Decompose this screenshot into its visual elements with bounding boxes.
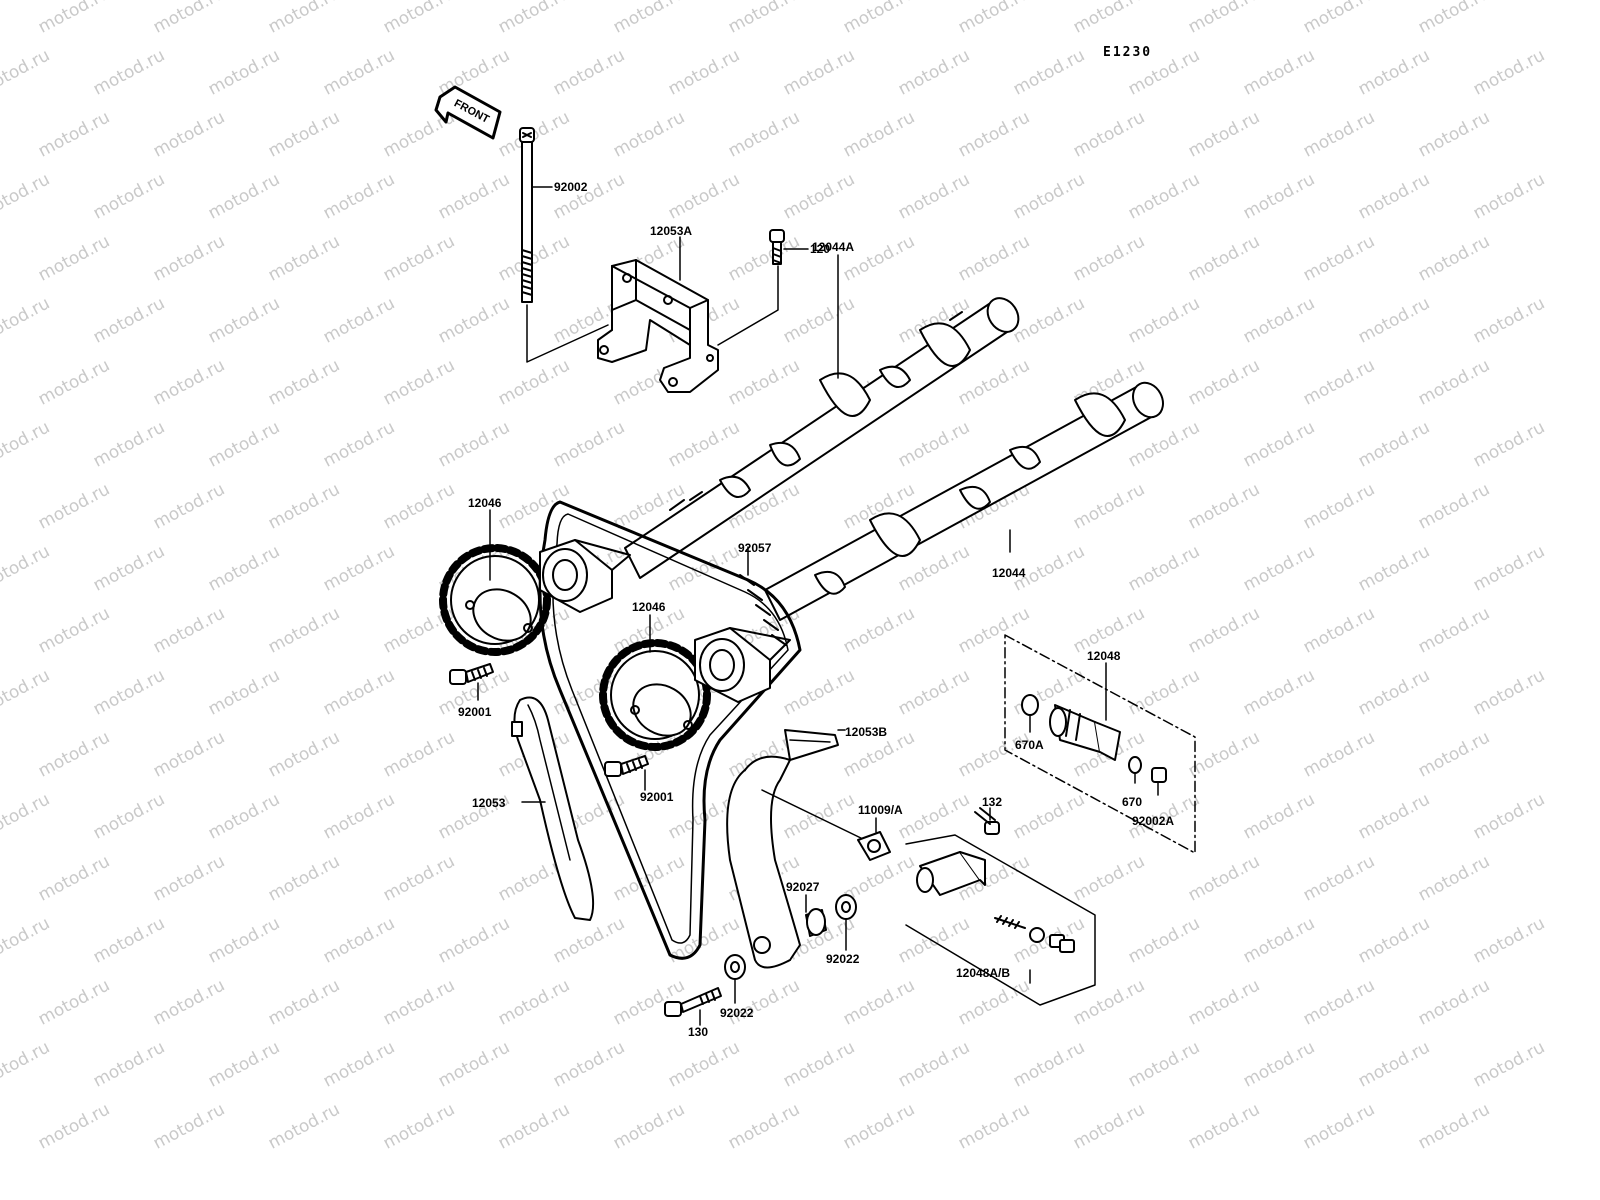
part-label-12044: 12044 xyxy=(992,566,1026,580)
part-label-130: 130 xyxy=(688,1025,709,1039)
cam-hub-left xyxy=(539,539,631,613)
part-label-11009A: 11009/A xyxy=(858,803,903,817)
part-label-92002: 92002 xyxy=(554,180,588,194)
part-label-120: 120 xyxy=(810,242,831,256)
diagram-code: E1230 xyxy=(1103,45,1153,60)
guide-bracket-12053A xyxy=(597,236,719,393)
tensioner-kit-12048 xyxy=(1004,634,1196,854)
tensioner-assembly-12048AB xyxy=(905,834,1096,1006)
sprocket-12046-right xyxy=(599,614,711,751)
part-label-12053B: 12053B xyxy=(845,725,888,739)
sprocket-bolt-92001-right xyxy=(604,755,649,791)
front-arrow-icon: FRONT xyxy=(434,85,502,140)
part-label-12048AB: 12048A/B xyxy=(956,966,1011,980)
sprocket-12046-left xyxy=(439,509,551,656)
washer-92022-left xyxy=(724,954,746,1004)
part-label-92022-left: 92022 xyxy=(720,1006,754,1020)
part-label-670A: 670A xyxy=(1015,738,1044,752)
bolt-132 xyxy=(974,807,1000,835)
part-label-12046-left: 12046 xyxy=(468,496,502,510)
part-label-92022-right: 92022 xyxy=(826,952,860,966)
tensioner-guide-12053B xyxy=(726,729,866,969)
part-label-92001-right: 92001 xyxy=(640,790,674,804)
cam-hub-right xyxy=(694,627,791,703)
chain-guide-12053 xyxy=(511,696,595,921)
part-label-12048: 12048 xyxy=(1087,649,1121,663)
part-label-12044A: 12044A xyxy=(812,240,855,254)
part-label-12053A: 12053A xyxy=(650,224,693,238)
camshaft-12044 xyxy=(764,381,1164,621)
part-label-92002A: 92002A xyxy=(1132,814,1175,828)
part-label-670: 670 xyxy=(1122,795,1143,809)
part-label-92001-left: 92001 xyxy=(458,705,492,719)
part-label-92027: 92027 xyxy=(786,880,820,894)
spacer-92027 xyxy=(805,894,827,937)
part-label-92057: 92057 xyxy=(738,541,772,555)
part-label-12046-right: 12046 xyxy=(632,600,666,614)
part-label-132: 132 xyxy=(982,795,1003,809)
washer-92022-right xyxy=(835,894,857,951)
sprocket-bolt-92001-left xyxy=(449,663,494,701)
pivot-bolt-130 xyxy=(664,987,722,1026)
part-label-12053: 12053 xyxy=(472,796,506,810)
camshaft-12044A xyxy=(624,254,1020,579)
long-bolt-92002 xyxy=(519,127,609,363)
gasket-11009A xyxy=(857,817,891,861)
bolt-120 xyxy=(717,229,809,346)
